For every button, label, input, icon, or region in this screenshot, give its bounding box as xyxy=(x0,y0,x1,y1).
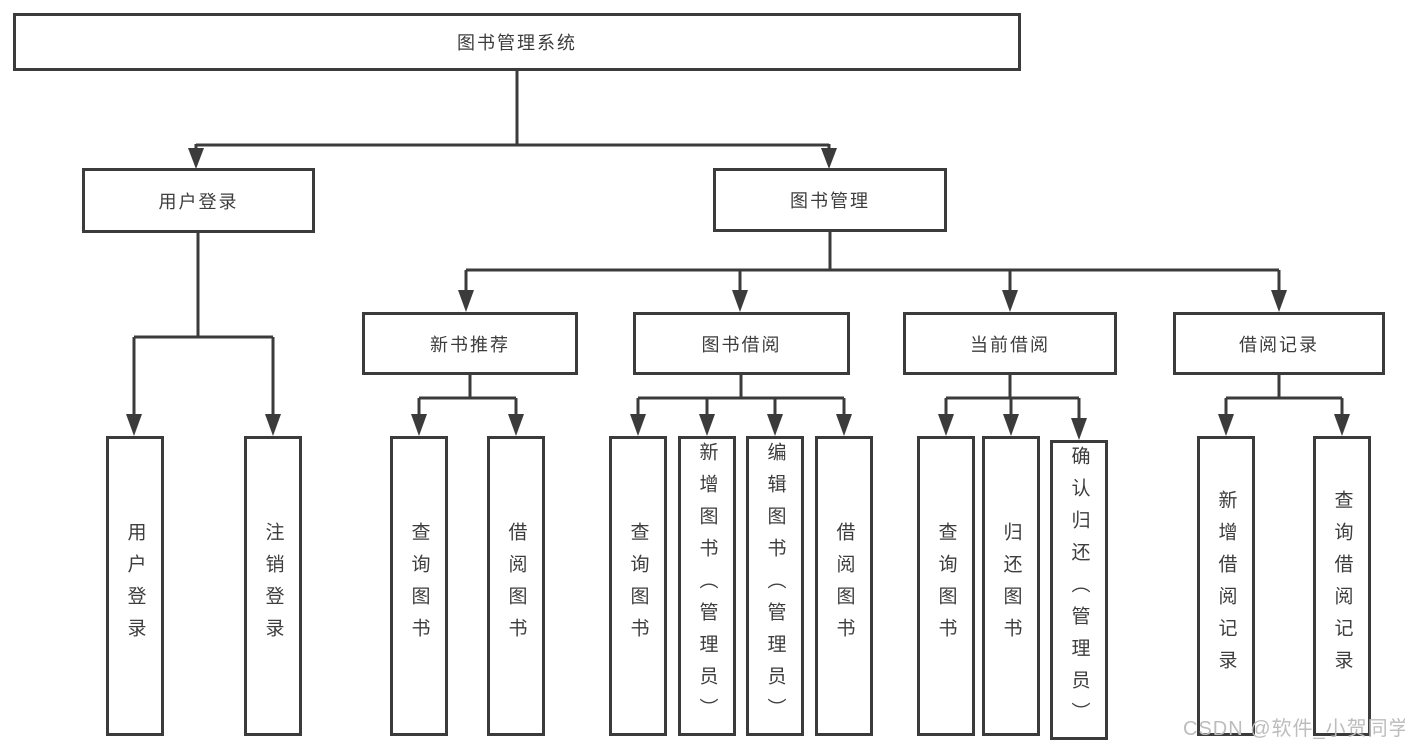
leaf-return-book: 归还图书 xyxy=(982,436,1040,736)
node-current-borrow-label: 当前借阅 xyxy=(970,334,1050,355)
leaf-add-book-admin-label: 新增图书（管理员） xyxy=(696,442,718,730)
leaf-edit-book-admin-label: 编辑图书（管理员） xyxy=(764,442,786,730)
leaf-recommend-borrow-book-label: 借阅图书 xyxy=(505,522,527,650)
node-root-system-label: 图书管理系统 xyxy=(457,33,577,53)
node-new-book-recommend: 新书推荐 xyxy=(362,312,578,375)
leaf-recommend-query-book: 查询图书 xyxy=(390,436,448,736)
leaf-confirm-return-admin: 确认归还（管理员） xyxy=(1050,440,1108,740)
leaf-recommend-query-book-label: 查询图书 xyxy=(408,522,430,650)
leaf-add-book-admin: 新增图书（管理员） xyxy=(678,436,736,736)
leaf-borrow-query-book-label: 查询图书 xyxy=(627,522,649,650)
node-borrow-record: 借阅记录 xyxy=(1173,312,1385,375)
leaf-add-borrow-record: 新增借阅记录 xyxy=(1197,436,1255,736)
node-book-management-label: 图书管理 xyxy=(790,191,870,211)
leaf-logout-label: 注销登录 xyxy=(262,522,284,650)
leaf-logout: 注销登录 xyxy=(244,436,302,736)
node-book-borrow: 图书借阅 xyxy=(633,312,850,375)
node-root-system: 图书管理系统 xyxy=(13,13,1021,71)
leaf-return-book-label: 归还图书 xyxy=(1000,522,1022,650)
node-book-borrow-label: 图书借阅 xyxy=(701,334,782,355)
leaf-confirm-return-admin-label: 确认归还（管理员） xyxy=(1068,446,1090,734)
leaf-user-login: 用户登录 xyxy=(106,436,164,736)
leaf-borrow-query-book: 查询图书 xyxy=(609,436,667,736)
leaf-add-borrow-record-label: 新增借阅记录 xyxy=(1215,490,1237,682)
leaf-current-query-book-label: 查询图书 xyxy=(935,522,957,650)
leaf-query-borrow-record-label: 查询借阅记录 xyxy=(1331,490,1353,682)
leaf-current-query-book: 查询图书 xyxy=(917,436,975,736)
node-current-borrow: 当前借阅 xyxy=(903,312,1117,375)
leaf-edit-book-admin: 编辑图书（管理员） xyxy=(746,436,804,736)
leaf-borrow-book: 借阅图书 xyxy=(815,436,873,736)
node-user-login-label: 用户登录 xyxy=(158,191,239,212)
node-user-login: 用户登录 xyxy=(82,168,315,233)
leaf-query-borrow-record: 查询借阅记录 xyxy=(1313,436,1371,736)
leaf-borrow-book-label: 借阅图书 xyxy=(833,522,855,650)
node-borrow-record-label: 借阅记录 xyxy=(1239,334,1319,355)
node-new-book-recommend-label: 新书推荐 xyxy=(430,334,510,355)
node-book-management: 图书管理 xyxy=(713,168,947,232)
leaf-recommend-borrow-book: 借阅图书 xyxy=(487,436,545,736)
csdn-watermark: CSDN @软件_小贺同学 xyxy=(1183,718,1405,740)
leaf-user-login-label: 用户登录 xyxy=(124,522,146,650)
